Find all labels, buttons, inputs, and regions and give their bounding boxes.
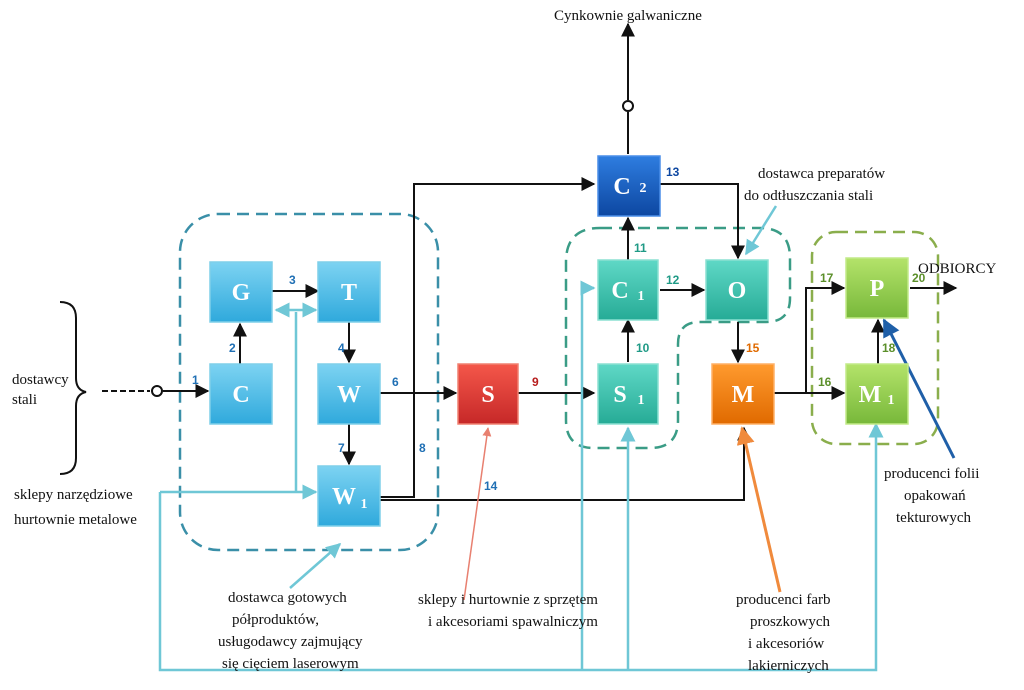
node-C2-sub: 2 bbox=[640, 181, 647, 196]
label-paint-2: proszkowych bbox=[750, 614, 830, 630]
node-S-label: S bbox=[481, 382, 494, 408]
label-foil-1: producenci folii bbox=[884, 466, 979, 482]
red-welding-arrow bbox=[463, 427, 492, 601]
node-G: G bbox=[209, 261, 273, 323]
node-S1-label: S bbox=[613, 382, 626, 408]
label-foil-2: opakowań bbox=[904, 488, 966, 504]
label-semi-products-3: usługodawcy zajmujący bbox=[218, 634, 363, 650]
node-C1-label: C bbox=[611, 278, 628, 304]
flow-number-7: 7 bbox=[338, 441, 345, 455]
orange-paint-arrow bbox=[736, 426, 782, 593]
label-recipients: ODBIORCY bbox=[918, 261, 997, 277]
node-S1-sub: 1 bbox=[638, 393, 645, 408]
group-right-dashed bbox=[810, 230, 940, 446]
label-foil-3: tekturowych bbox=[896, 510, 971, 526]
node-W1: W 1 bbox=[317, 465, 381, 527]
node-M: M bbox=[711, 363, 775, 425]
node-M-label: M bbox=[732, 382, 755, 408]
node-O-label: O bbox=[728, 278, 747, 304]
node-C-label: C bbox=[232, 382, 249, 408]
flow-number-6: 6 bbox=[392, 375, 399, 389]
node-M1: M 1 bbox=[845, 363, 909, 425]
label-degreasing-2: do odtłuszczania stali bbox=[744, 188, 873, 204]
flow-14 bbox=[380, 426, 751, 501]
node-M1-label: M bbox=[859, 382, 882, 408]
label-welding-2: i akcesoriami spawalniczym bbox=[428, 614, 598, 630]
flow-number-16: 16 bbox=[818, 375, 832, 389]
node-C: C bbox=[209, 363, 273, 425]
flow-lines bbox=[102, 22, 958, 501]
node-C2: C 2 bbox=[597, 155, 661, 217]
flow-number-18: 18 bbox=[882, 341, 896, 355]
node-G-label: G bbox=[232, 280, 251, 306]
label-semi-products-4: się cięciem laserowym bbox=[222, 656, 359, 672]
node-T-label: T bbox=[341, 280, 357, 306]
node-S1: S 1 bbox=[597, 363, 659, 425]
flow-8 bbox=[380, 177, 596, 498]
label-tool-shops-2: hurtownie metalowe bbox=[14, 512, 137, 528]
node-P: P bbox=[845, 257, 909, 319]
flow-number-10: 10 bbox=[636, 341, 650, 355]
cyan-bottom-bus bbox=[158, 422, 884, 672]
flow-number-20: 20 bbox=[912, 271, 926, 285]
flow-number-2: 2 bbox=[229, 341, 236, 355]
label-tool-shops-1: sklepy narzędziowe bbox=[14, 487, 133, 503]
node-M1-sub: 1 bbox=[888, 393, 895, 408]
label-steel-suppliers-1: dostawcy bbox=[12, 372, 69, 388]
node-W: W bbox=[317, 363, 381, 425]
node-P-label: P bbox=[870, 276, 885, 302]
flow-number-15: 15 bbox=[746, 341, 760, 355]
label-semi-products-2: półproduktów, bbox=[232, 612, 319, 628]
label-top-output: Cynkownie galwaniczne bbox=[554, 8, 702, 24]
label-paint-4: lakierniczych bbox=[748, 658, 829, 674]
label-paint-3: i akcesoriów bbox=[748, 636, 824, 652]
flow-numbers: 1 2 3 4 6 7 8 9 10 11 12 13 14 15 16 17 … bbox=[192, 165, 926, 493]
flow-number-12: 12 bbox=[666, 273, 680, 287]
flow-number-1: 1 bbox=[192, 373, 199, 387]
node-junction-left bbox=[151, 385, 163, 397]
node-O: O bbox=[705, 259, 769, 321]
label-degreasing-1: dostawca preparatów bbox=[758, 166, 885, 182]
flow-number-13: 13 bbox=[666, 165, 680, 179]
group-left-dashed bbox=[178, 212, 440, 552]
label-welding-1: sklepy i hurtownie z sprzętem bbox=[418, 592, 598, 608]
cyan-input-lines bbox=[158, 205, 884, 672]
cyan-to-c1 bbox=[580, 280, 596, 670]
flow-number-11: 11 bbox=[634, 241, 647, 255]
label-paint-1: producenci farb bbox=[736, 592, 831, 608]
node-C2-label: C bbox=[613, 174, 630, 200]
flow-number-8: 8 bbox=[419, 441, 426, 455]
flow-13 bbox=[660, 183, 745, 260]
node-C1: C 1 bbox=[597, 259, 659, 321]
flow-17 bbox=[805, 281, 846, 393]
node-W-label: W bbox=[337, 382, 361, 408]
node-W1-label: W bbox=[332, 484, 356, 510]
cyan-semi-to-w1 bbox=[289, 543, 342, 589]
flow-number-17: 17 bbox=[820, 271, 834, 285]
cyan-degrease-to-o bbox=[744, 205, 778, 256]
flow-number-9: 9 bbox=[532, 375, 539, 389]
group-middle-dashed bbox=[564, 226, 792, 450]
node-junction-top bbox=[622, 100, 634, 112]
flow-number-3: 3 bbox=[289, 273, 296, 287]
node-C1-sub: 1 bbox=[638, 289, 645, 304]
steel-suppliers-brace bbox=[59, 301, 87, 475]
node-S: S bbox=[457, 363, 519, 425]
label-steel-suppliers-2: stali bbox=[12, 392, 37, 408]
flow-number-14: 14 bbox=[484, 479, 498, 493]
blue-foil-arrow bbox=[882, 318, 956, 459]
node-T: T bbox=[317, 261, 381, 323]
flow-number-4: 4 bbox=[338, 341, 345, 355]
label-semi-products-1: dostawca gotowych bbox=[228, 590, 347, 606]
node-W1-sub: 1 bbox=[361, 497, 368, 512]
